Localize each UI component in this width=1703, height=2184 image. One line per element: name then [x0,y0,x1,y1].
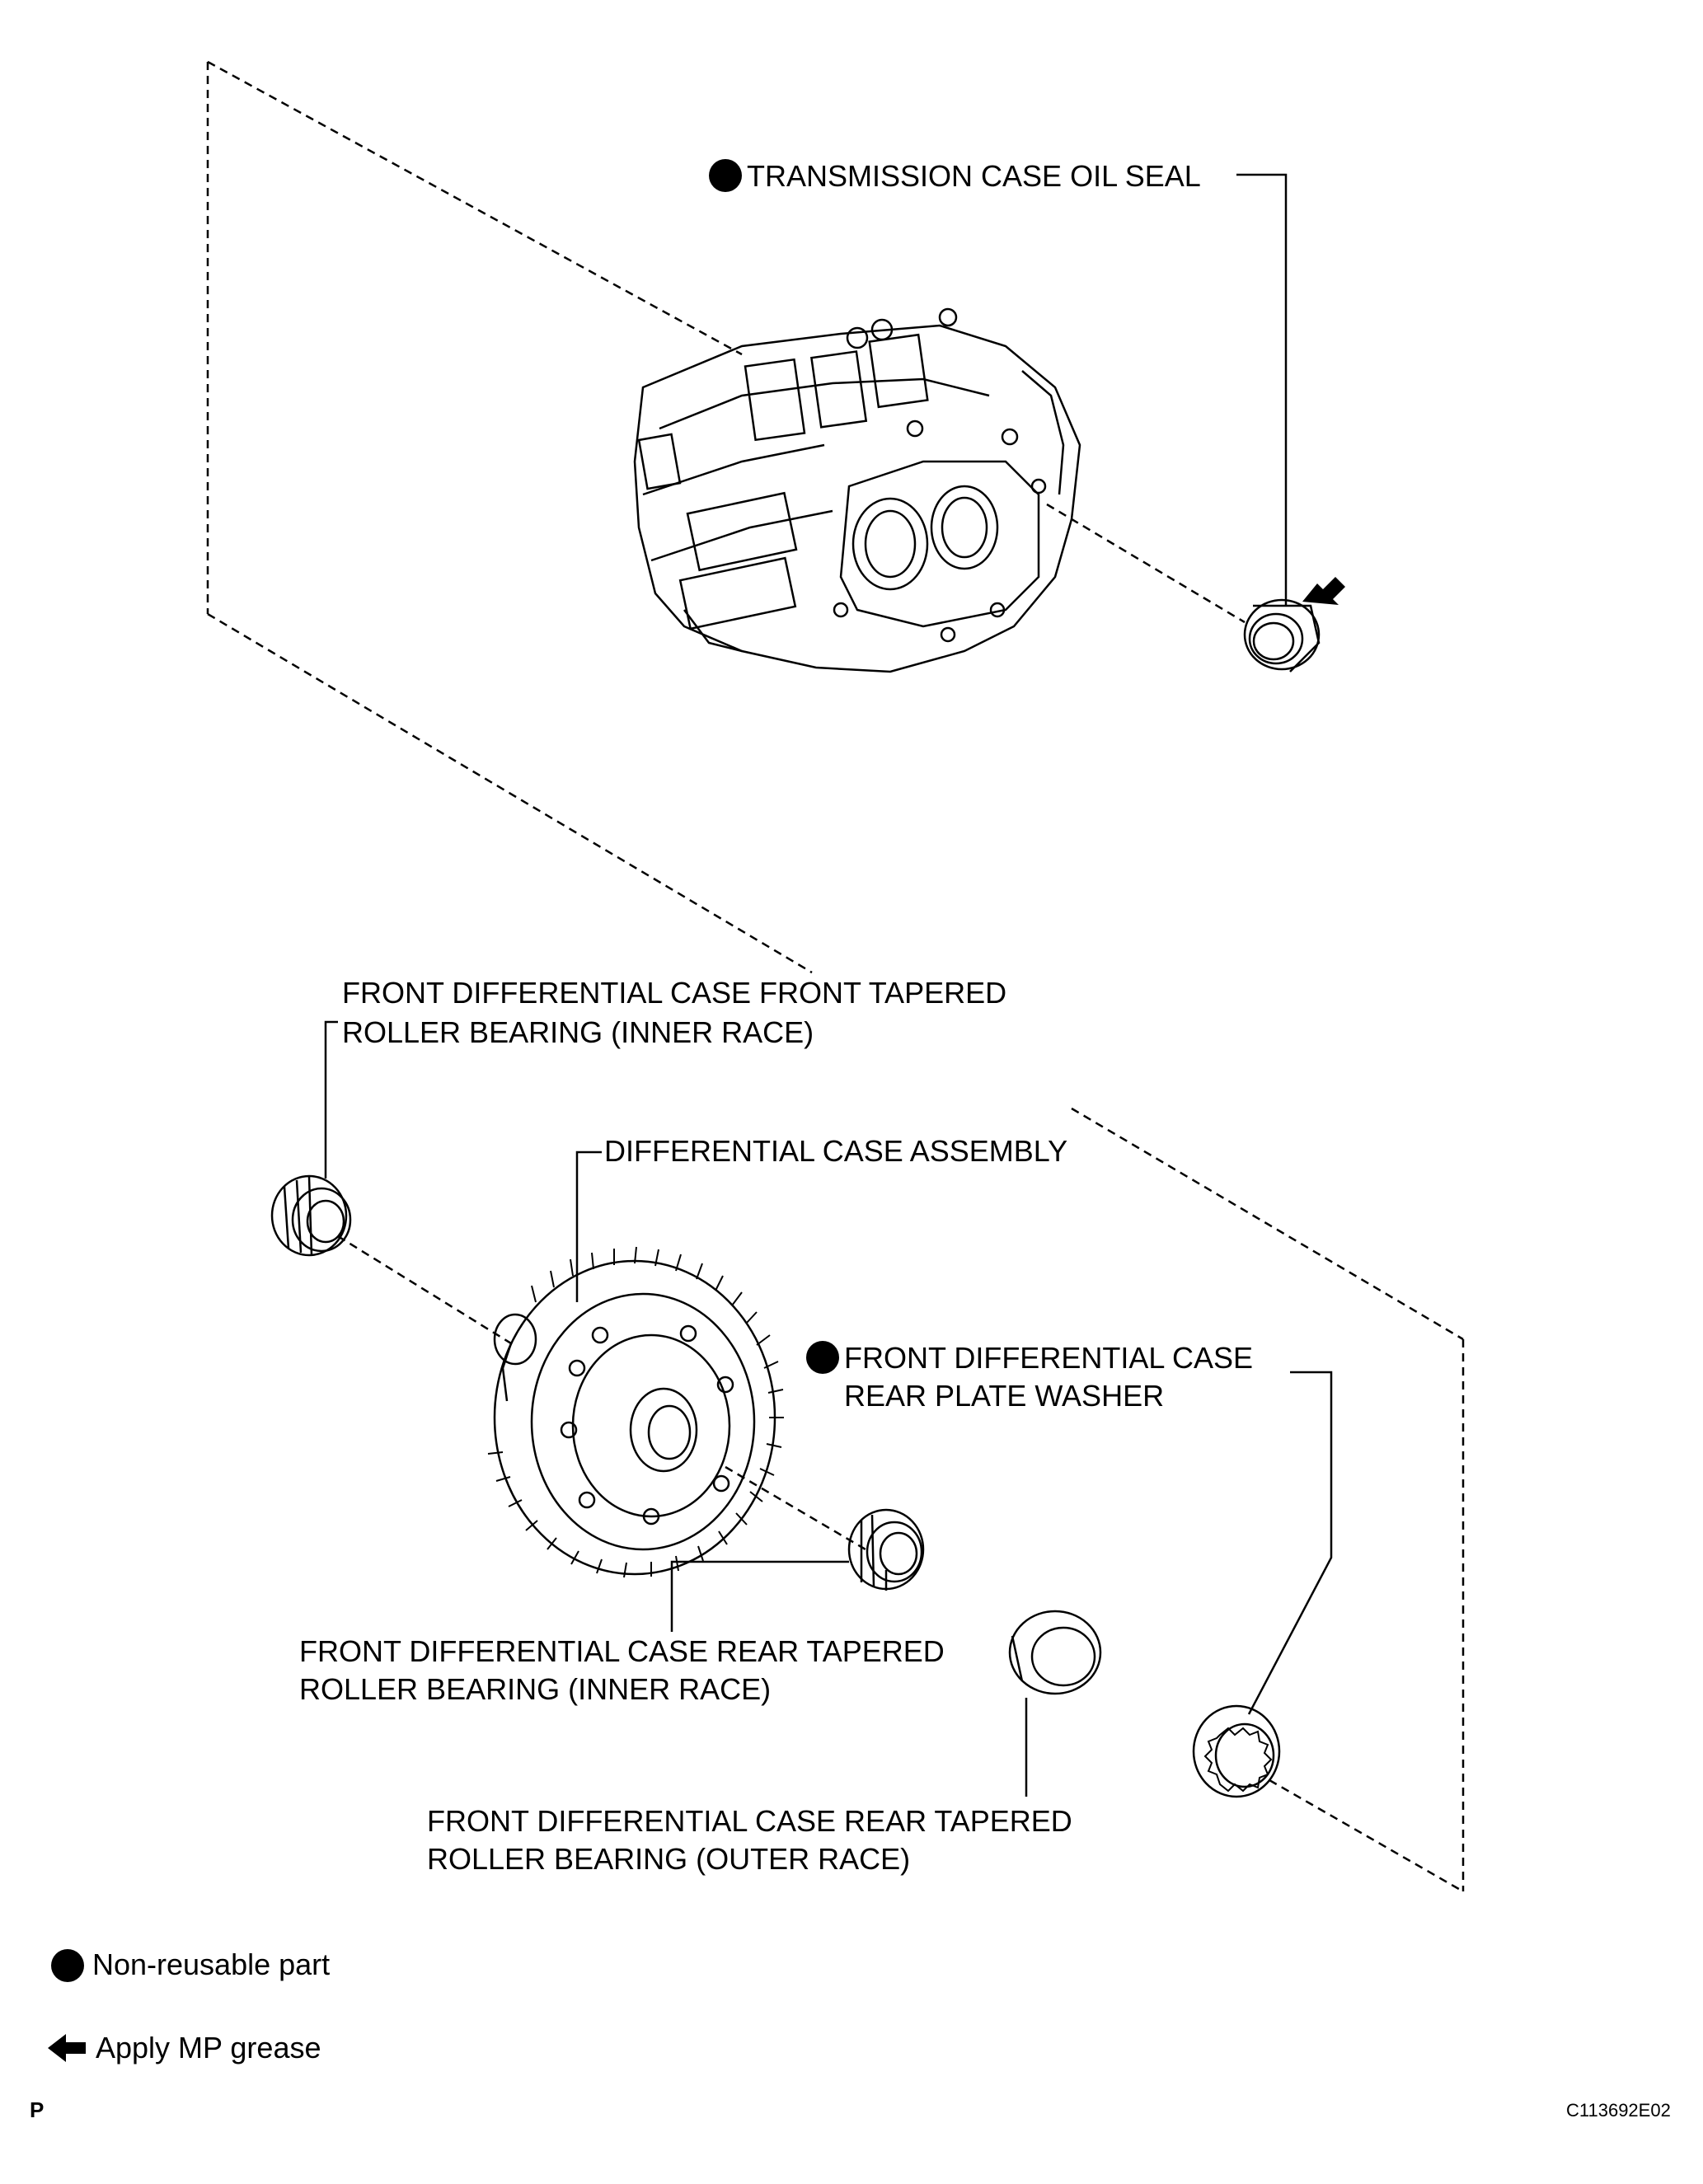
upper-dashed-plane [206,60,1246,974]
differential-case-part [487,1246,784,1578]
rear-outer-bearing-label-line2: ROLLER BEARING (OUTER RACE) [427,1842,911,1876]
legend-non-reusable-icon [51,1949,84,1982]
front-bearing-label-line1: FRONT DIFFERENTIAL CASE FRONT TAPERED [342,976,1007,1010]
rear-inner-bearing-label-line1: FRONT DIFFERENTIAL CASE REAR TAPERED [299,1634,945,1668]
front-bearing-label-line2: ROLLER BEARING (INNER RACE) [342,1015,814,1049]
rear-plate-washer-leader [1247,1371,1333,1715]
front-bearing-part [270,1174,352,1257]
front-bearing-leader [324,1020,338,1179]
transmission-case [633,307,1081,673]
oil-seal-label: TRANSMISSION CASE OIL SEAL [747,159,1201,193]
rear-outer-bearing-part [1008,1610,1102,1695]
page-letter: P [30,2097,45,2122]
rear-plate-washer-part [1192,1704,1281,1798]
figure-code: C113692E02 [1566,2100,1671,2121]
grease-arrow-icon [1302,577,1345,605]
legend-non-reusable-label: Non-reusable part [92,1947,331,1981]
legend-apply-grease-icon [48,2034,86,2062]
washer-non-reusable-icon [806,1341,839,1374]
rear-plate-washer-label-line2: REAR PLATE WASHER [844,1379,1165,1413]
differential-case-leader [575,1151,602,1302]
rear-inner-leader-2 [670,1560,849,1632]
rear-inner-bearing-label-line2: ROLLER BEARING (INNER RACE) [299,1672,772,1706]
oil-seal-part [1243,598,1321,673]
lower-dashed-plane [337,1107,1465,1893]
oil-seal-leader [1236,173,1288,606]
rear-plate-washer-label-line1: FRONT DIFFERENTIAL CASE [844,1341,1254,1375]
rear-outer-bearing-label-line1: FRONT DIFFERENTIAL CASE REAR TAPERED [427,1804,1072,1838]
differential-case-label: DIFFERENTIAL CASE ASSEMBLY [604,1134,1068,1168]
oil-seal-non-reusable-icon [709,159,742,192]
legend-apply-grease-label: Apply MP grease [96,2031,321,2064]
